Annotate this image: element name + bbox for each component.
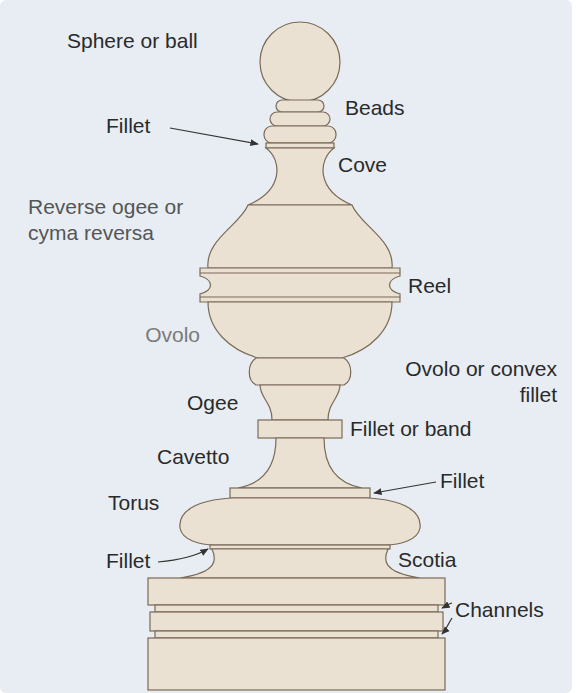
label-box: Ovolo or convex fillet: [370, 356, 557, 408]
part-label: Torus: [108, 490, 159, 516]
label-box: Ovolo: [120, 322, 200, 348]
channel-shape: [155, 605, 438, 612]
part-label: Channels: [455, 597, 544, 623]
label-box: Fillet or band: [350, 416, 471, 442]
leader-arrow: [158, 549, 208, 562]
reel-edge: [200, 272, 400, 273]
scotia-shape: [180, 549, 420, 578]
label-box: Fillet: [440, 468, 484, 494]
plinth-block: [148, 638, 445, 690]
convex-fillet-shape: [249, 358, 351, 385]
fillet-shape: [266, 143, 334, 148]
label-box: Reverse ogee or cyma reversa: [28, 194, 218, 246]
part-label: Ogee: [187, 390, 238, 416]
label-box: Fillet: [106, 548, 150, 574]
label-box: Scotia: [398, 547, 456, 573]
part-label: Cavetto: [157, 444, 229, 470]
cove-shape: [248, 148, 352, 205]
leader-arrow: [442, 618, 452, 634]
plinth-block: [148, 578, 445, 605]
label-box: Reel: [408, 273, 451, 299]
part-label: Scotia: [398, 547, 456, 573]
reel-edge: [200, 296, 400, 297]
bead-shape: [270, 112, 330, 126]
part-label: Fillet: [106, 113, 150, 139]
bead-shape: [276, 100, 324, 112]
part-label: Fillet: [440, 468, 484, 494]
label-box: Ogee: [187, 390, 238, 416]
label-box: Channels: [455, 597, 544, 623]
part-label: Ovolo: [120, 322, 200, 348]
part-label: Fillet: [106, 548, 150, 574]
leader-arrow: [374, 482, 436, 493]
torus-shape: [180, 498, 420, 545]
label-box: Torus: [108, 490, 159, 516]
label-box: Cove: [338, 152, 387, 178]
plinth-block: [150, 612, 443, 631]
leader-arrow: [442, 603, 452, 608]
leader-arrow: [170, 128, 258, 144]
label-box: Beads: [345, 95, 405, 121]
cavetto-shape: [238, 438, 362, 488]
part-label: Beads: [345, 95, 405, 121]
fillet-shape: [230, 488, 370, 498]
reel-shape: [200, 268, 400, 302]
reverse-ogee-shape: [208, 205, 392, 268]
label-box: Fillet: [106, 113, 150, 139]
sphere-shape: [260, 22, 340, 102]
ovolo-shape: [208, 302, 392, 358]
part-label: Cove: [338, 152, 387, 178]
bead-shape: [264, 126, 336, 143]
channel-shape: [155, 631, 438, 638]
part-label: Reel: [408, 273, 451, 299]
baluster-figure: [148, 22, 445, 690]
part-label: Reverse ogee or cyma reversa: [28, 194, 218, 246]
label-box: Sphere or ball: [67, 28, 198, 54]
part-label: Sphere or ball: [67, 28, 198, 54]
ogee-shape: [260, 385, 340, 420]
band-shape: [258, 420, 342, 438]
part-label: Ovolo or convex fillet: [370, 356, 557, 408]
part-label: Fillet or band: [350, 416, 471, 442]
label-box: Cavetto: [157, 444, 229, 470]
